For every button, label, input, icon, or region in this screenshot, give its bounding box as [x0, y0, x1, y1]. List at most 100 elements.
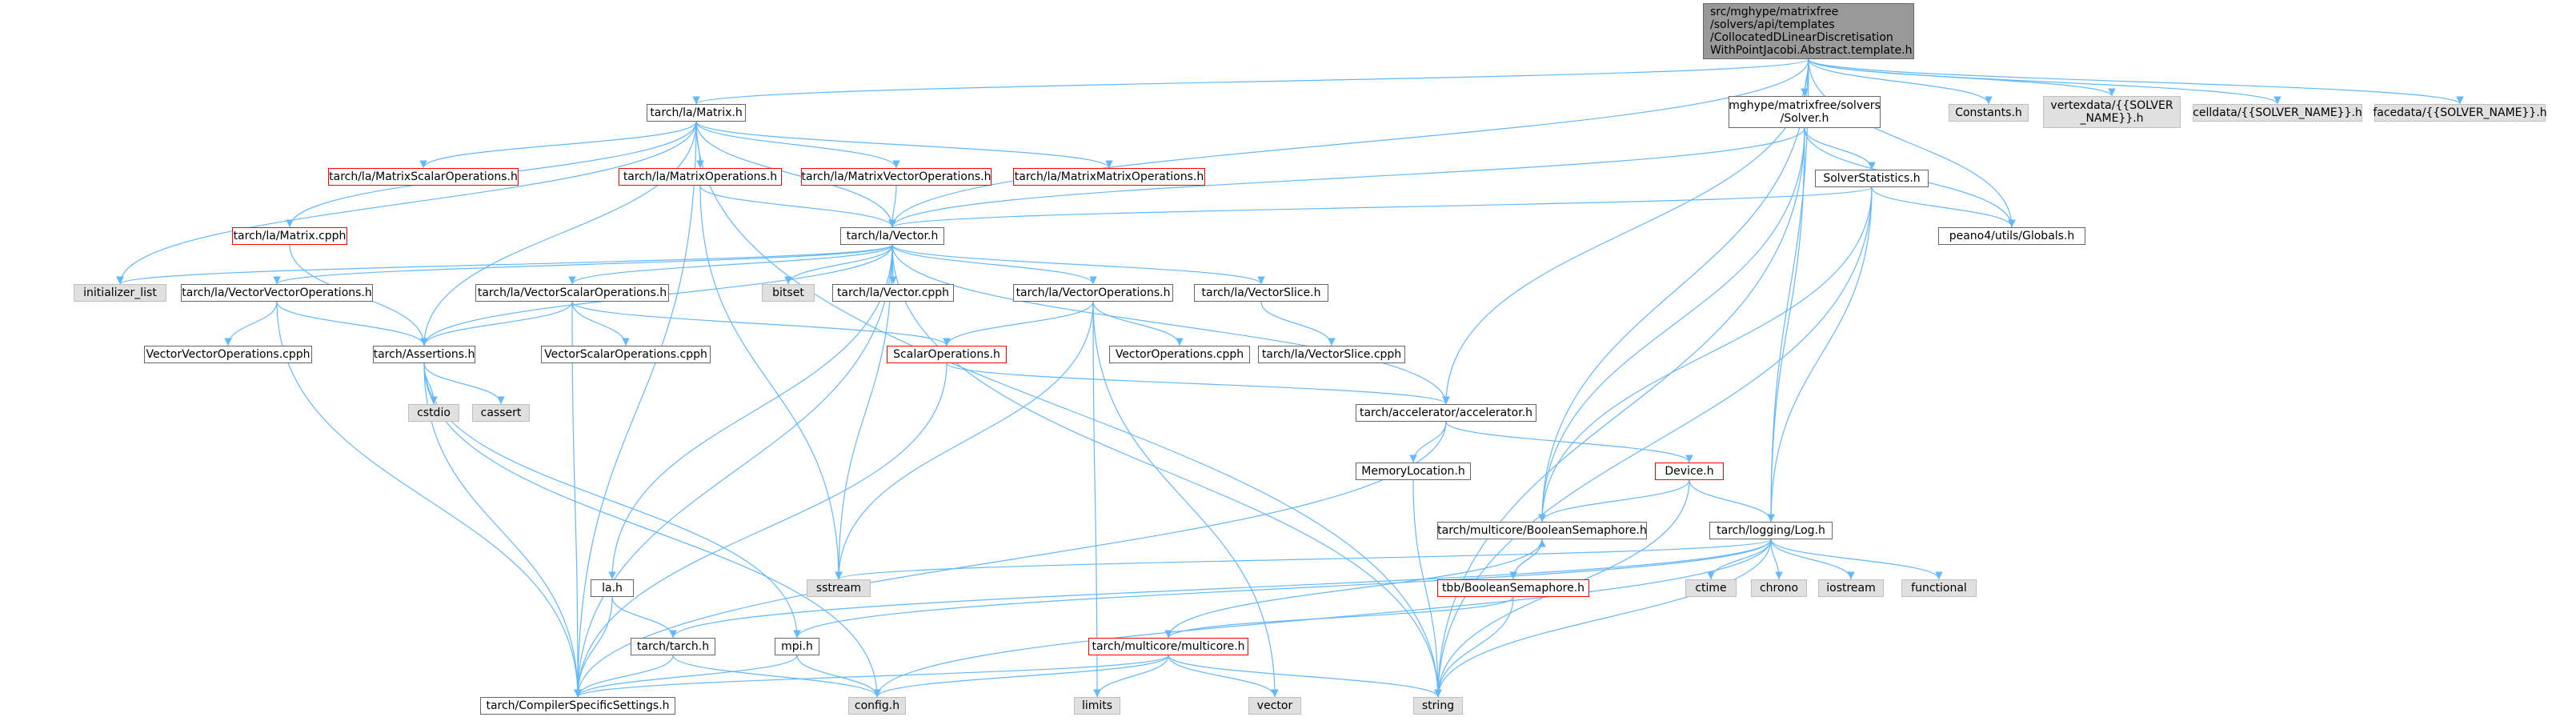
include-edge: [1434, 539, 1772, 698]
include-edge: [571, 301, 951, 346]
node-string[interactable]: string: [1413, 697, 1463, 715]
node-vector-scalar-ops[interactable]: tarch/la/VectorScalarOperations.h: [475, 284, 669, 302]
node-vslice-cpph[interactable]: tarch/la/VectorSlice.cpph: [1258, 346, 1405, 363]
node-la-h[interactable]: la.h: [591, 579, 634, 597]
include-edge: [873, 539, 1772, 698]
node-iostream[interactable]: iostream: [1818, 579, 1884, 597]
node-ctime[interactable]: ctime: [1685, 579, 1737, 597]
node-memory-location[interactable]: MemoryLocation.h: [1356, 463, 1471, 480]
node-vertexdata-h[interactable]: vertexdata/{{SOLVER _NAME}}.h: [2043, 96, 2181, 128]
include-edge: [611, 596, 677, 639]
node-vector[interactable]: vector: [1248, 697, 1301, 715]
node-vector-vector-ops[interactable]: tarch/la/VectorVectorOperations.h: [181, 284, 373, 302]
include-edge: [891, 244, 1097, 285]
node-multicore-h[interactable]: tarch/multicore/multicore.h: [1088, 638, 1248, 655]
include-edge: [699, 185, 843, 580]
node-cassert[interactable]: cassert: [472, 404, 530, 422]
node-device-h[interactable]: Device.h: [1655, 463, 1724, 480]
include-edge: [1538, 127, 1805, 523]
include-edge: [574, 655, 674, 698]
node-functional[interactable]: functional: [1901, 579, 1977, 597]
include-edge: [946, 363, 1450, 405]
node-log-h[interactable]: tarch/logging/Log.h: [1709, 522, 1833, 539]
include-edge: [1689, 479, 1775, 523]
node-initializer-list[interactable]: initializer_list: [74, 284, 166, 302]
include-edge: [891, 244, 1450, 405]
include-edge: [423, 363, 881, 698]
node-solver-h[interactable]: mghype/matrixfree/solvers /Solver.h: [1729, 96, 1881, 128]
node-matrix-cpph[interactable]: tarch/la/Matrix.cpph: [232, 227, 347, 245]
node-vops-cpph[interactable]: VectorOperations.cpph: [1109, 346, 1250, 363]
node-scalar-ops[interactable]: ScalarOperations.h: [887, 346, 1007, 363]
include-edge: [873, 655, 1169, 698]
node-mpi-h[interactable]: mpi.h: [775, 638, 819, 655]
include-edge: [574, 655, 798, 698]
node-tarch-h[interactable]: tarch/tarch.h: [631, 638, 715, 655]
node-limits[interactable]: limits: [1074, 697, 1120, 715]
node-matrix-h[interactable]: tarch/la/Matrix.h: [647, 104, 746, 122]
node-matrix-ops[interactable]: tarch/la/MatrixOperations.h: [619, 168, 782, 186]
include-edge: [1168, 655, 1442, 698]
node-bitset[interactable]: bitset: [762, 284, 815, 302]
node-globals-h[interactable]: peano4/utils/Globals.h: [1938, 227, 2085, 245]
node-vector-h[interactable]: tarch/la/Vector.h: [840, 227, 944, 245]
include-edge: [224, 301, 278, 346]
node-solver-statistics[interactable]: SolverStatistics.h: [1815, 170, 1929, 187]
node-boolean-semaphore[interactable]: tarch/multicore/BooleanSemaphore.h: [1437, 522, 1647, 539]
node-facedata-h[interactable]: facedata/{{SOLVER_NAME}}.h: [2373, 104, 2547, 122]
include-edge: [672, 655, 881, 698]
include-edge: [273, 244, 893, 285]
node-vvops-cpph[interactable]: VectorVectorOperations.cpph: [144, 346, 312, 363]
node-vector-slice[interactable]: tarch/la/VectorSlice.h: [1194, 284, 1328, 302]
include-edge: [793, 539, 1772, 639]
node-vsops-cpph[interactable]: VectorScalarOperations.cpph: [541, 346, 711, 363]
include-edge: [574, 596, 613, 698]
include-edge: [608, 244, 893, 580]
node-config-h[interactable]: config.h: [848, 697, 906, 715]
include-edge: [1434, 186, 1873, 698]
include-edge: [276, 301, 428, 346]
include-edge: [1808, 58, 2282, 105]
node-cstdio[interactable]: cstdio: [408, 404, 459, 422]
include-edge: [1770, 539, 1943, 580]
node-vector-cpph[interactable]: tarch/la/Vector.cpph: [832, 284, 954, 302]
include-edge: [423, 363, 582, 698]
include-edge: [888, 186, 1873, 228]
include-edge: [695, 121, 896, 228]
include-edge: [1767, 58, 1809, 523]
node-compiler-settings[interactable]: tarch/CompilerSpecificSettings.h: [480, 697, 675, 715]
include-edge: [574, 655, 1169, 698]
include-edge: [1412, 479, 1442, 698]
include-edge: [1260, 301, 1336, 346]
include-edge: [1808, 58, 2016, 228]
include-edge: [1164, 539, 1543, 639]
node-vector-ops[interactable]: tarch/la/VectorOperations.h: [1013, 284, 1173, 302]
include-edge: [1804, 127, 1876, 170]
node-tbb-semaphore[interactable]: tbb/BooleanSemaphore.h: [1437, 579, 1589, 597]
include-edge: [1808, 58, 2464, 105]
include-edge: [695, 121, 1113, 169]
node-matrix-scalar-ops[interactable]: tarch/la/MatrixScalarOperations.h: [328, 168, 519, 186]
node-matrix-vector-ops[interactable]: tarch/la/MatrixVectorOperations.h: [801, 168, 992, 186]
include-edge: [116, 244, 893, 285]
include-edge: [420, 301, 573, 346]
node-assertions[interactable]: tarch/Assertions.h: [373, 346, 475, 363]
node-constants-h[interactable]: Constants.h: [1949, 104, 2029, 122]
include-edge: [669, 539, 1772, 639]
node-root-template[interactable]: src/mghype/matrixfree /solvers/api/templ…: [1703, 3, 1914, 59]
include-edge: [419, 121, 697, 169]
include-edge: [420, 121, 697, 346]
node-chrono[interactable]: chrono: [1751, 579, 1807, 597]
include-edge: [1409, 421, 1447, 463]
include-edge: [784, 244, 893, 285]
include-edge: [1093, 655, 1169, 698]
include-edge: [574, 121, 697, 698]
include-edge: [1871, 186, 2016, 228]
include-edge: [276, 301, 582, 698]
node-accelerator[interactable]: tarch/accelerator/accelerator.h: [1356, 404, 1536, 422]
node-matrix-matrix-ops[interactable]: tarch/la/MatrixMatrixOperations.h: [1013, 168, 1205, 186]
node-sstream[interactable]: sstream: [807, 579, 871, 597]
node-celldata-h[interactable]: celldata/{{SOLVER_NAME}}.h: [2193, 104, 2362, 122]
